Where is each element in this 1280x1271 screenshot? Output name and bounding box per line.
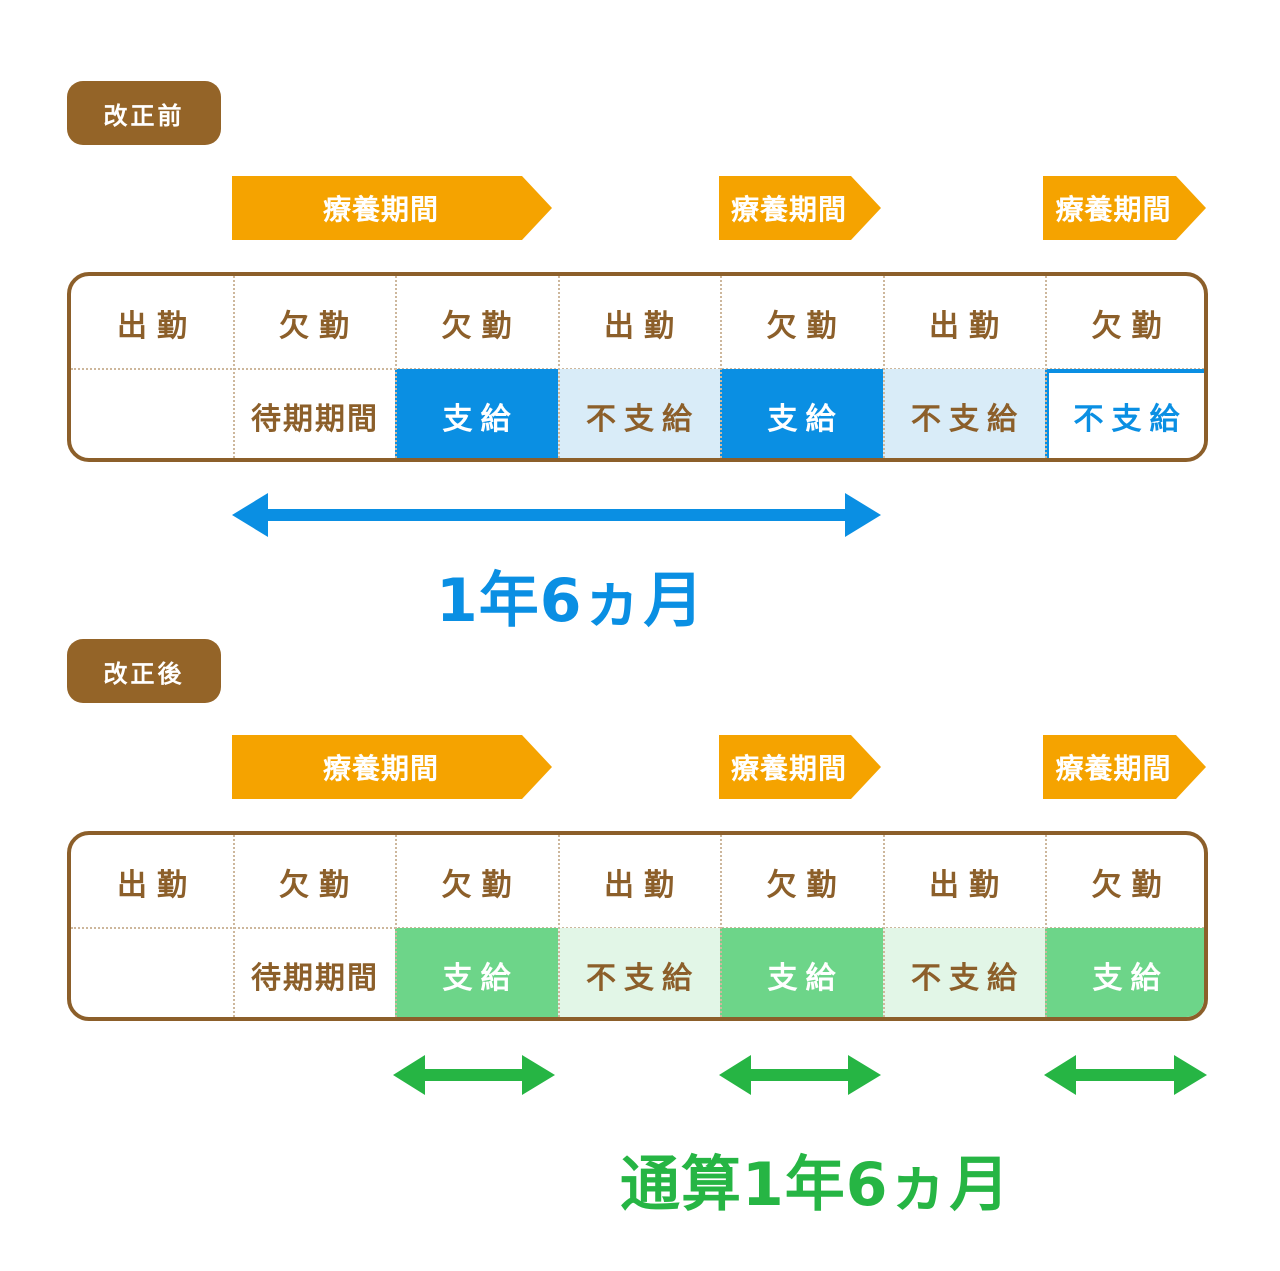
before-r2-c3: 支給 (395, 369, 558, 458)
after-r2-c7: 支給 (1045, 928, 1204, 1017)
after-ribbon-2: 療養期間 (719, 735, 881, 799)
before-ribbon-2: 療養期間 (719, 176, 881, 240)
before-ribbon-3: 療養期間 (1043, 176, 1206, 240)
before-r2-c5: 支給 (720, 369, 883, 458)
after-r1-c4: 出勤 (604, 867, 684, 903)
after-table: 出勤 欠勤 欠勤 出勤 欠勤 出勤 欠勤 待期期間 支給 不支給 支給 不支給 … (67, 831, 1208, 1021)
after-r2-c6: 不支給 (883, 928, 1045, 1017)
before-r1-c5: 欠勤 (766, 308, 847, 344)
before-r2-c7: 不支給 (1045, 369, 1204, 458)
after-r2-c2: 待期期間 (251, 960, 379, 996)
after-r2-c4: 不支給 (558, 928, 720, 1017)
after-r1-c2: 欠勤 (279, 867, 359, 903)
before-ribbon-1: 療養期間 (232, 176, 552, 240)
before-total: 1年6ヵ月 (436, 566, 705, 636)
after-span-arrow-3 (1044, 1055, 1207, 1095)
after-r2-c5: 支給 (720, 928, 883, 1017)
after-span-arrow-2 (719, 1055, 881, 1095)
after-ribbon-1: 療養期間 (232, 735, 552, 799)
before-r2-c6: 不支給 (883, 369, 1045, 458)
before-badge: 改正前 (67, 81, 221, 145)
before-r2-c2: 待期期間 (251, 401, 379, 437)
before-r1-c6: 出勤 (929, 308, 1009, 344)
before-table: 出勤 欠勤 欠勤 出勤 欠勤 出勤 欠勤 待期期間 支給 不支給 支給 不支給 … (67, 272, 1208, 462)
after-span-arrow-1 (393, 1055, 555, 1095)
before-r1-c3: 欠勤 (441, 308, 522, 344)
before-r1-c2: 欠勤 (279, 308, 359, 344)
after-r1-c1: 出勤 (117, 867, 197, 903)
before-span-arrow (232, 493, 881, 537)
before-r2-c4: 不支給 (558, 369, 720, 458)
before-r1-c4: 出勤 (604, 308, 684, 344)
after-r1-c7: 欠勤 (1091, 867, 1172, 903)
before-r1-c1: 出勤 (117, 308, 197, 344)
after-r1-c3: 欠勤 (441, 867, 522, 903)
before-r1-c7: 欠勤 (1091, 308, 1172, 344)
after-r1-c6: 出勤 (929, 867, 1009, 903)
after-ribbon-3: 療養期間 (1043, 735, 1206, 799)
after-total: 通算1年6ヵ月 (620, 1150, 1011, 1220)
after-r1-c5: 欠勤 (766, 867, 847, 903)
after-r2-c3: 支給 (395, 928, 558, 1017)
after-badge: 改正後 (67, 639, 221, 703)
